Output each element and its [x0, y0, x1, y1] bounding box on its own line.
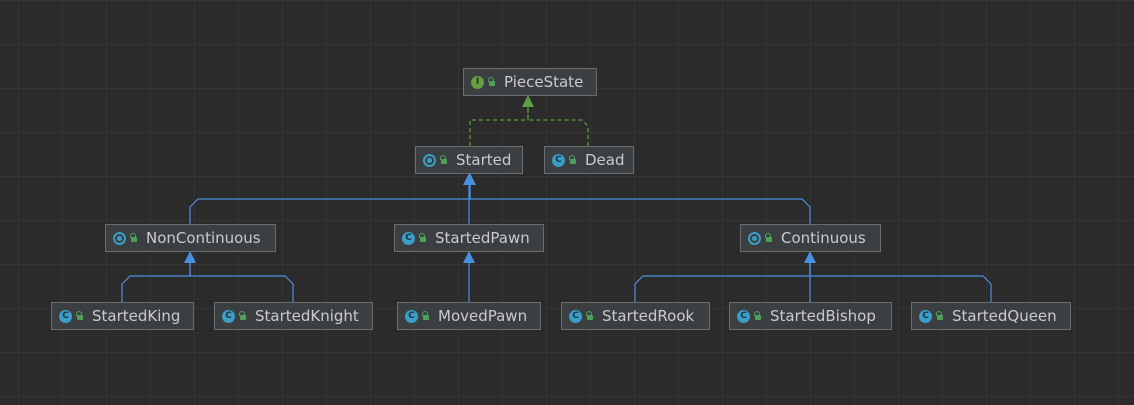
node-icons: C	[919, 309, 944, 323]
node-icons: C	[552, 153, 577, 167]
edge-started-knight-to-non-continuous	[189, 253, 294, 302]
node-icons: I	[471, 75, 496, 89]
public-visibility-icon	[130, 233, 138, 242]
public-visibility-icon	[419, 233, 427, 242]
class-name-label: Continuous	[781, 229, 866, 247]
class-node-non-continuous[interactable]: NonContinuous	[105, 224, 276, 252]
class-icon: C	[919, 309, 932, 323]
class-name-label: Dead	[585, 151, 625, 169]
class-node-dead[interactable]: C Dead	[544, 146, 634, 174]
class-icon: C	[59, 309, 72, 323]
class-node-started-knight[interactable]: C StartedKnight	[214, 302, 373, 330]
class-name-label: PieceState	[504, 73, 584, 91]
interface-icon: I	[471, 75, 484, 89]
class-name-label: StartedKing	[92, 307, 181, 325]
class-name-label: StartedPawn	[435, 229, 530, 247]
node-icons: C	[737, 309, 762, 323]
abstract-class-icon	[748, 231, 761, 245]
public-visibility-icon	[754, 311, 762, 320]
abstract-class-icon	[423, 153, 436, 167]
node-icons: C	[59, 309, 84, 323]
class-node-started-queen[interactable]: C StartedQueen	[911, 302, 1071, 330]
class-name-label: StartedQueen	[952, 307, 1057, 325]
class-name-label: StartedBishop	[770, 307, 876, 325]
class-icon: C	[569, 309, 582, 323]
class-icon: C	[402, 231, 415, 245]
node-icons: C	[222, 309, 247, 323]
class-name-label: StartedRook	[602, 307, 695, 325]
class-icon: C	[405, 309, 418, 323]
inheritance-arrowhead	[463, 251, 475, 263]
node-icons: C	[405, 309, 430, 323]
class-icon: C	[737, 309, 750, 323]
edge-non-continuous-to-started	[189, 175, 471, 224]
edge-started-king-to-non-continuous	[121, 253, 191, 302]
class-node-started-pawn[interactable]: C StartedPawn	[394, 224, 544, 252]
class-name-label: MovedPawn	[438, 307, 528, 325]
public-visibility-icon	[239, 311, 247, 320]
edge-started-rook-to-continuous	[634, 253, 811, 302]
edge-continuous-to-started	[469, 175, 811, 224]
public-visibility-icon	[586, 311, 594, 320]
public-visibility-icon	[765, 233, 773, 242]
public-visibility-icon	[569, 155, 577, 164]
node-icons: C	[402, 231, 427, 245]
class-icon: C	[552, 153, 565, 167]
class-icon: C	[222, 309, 235, 323]
node-icons: C	[569, 309, 594, 323]
node-icons	[748, 231, 773, 245]
class-name-label: NonContinuous	[146, 229, 261, 247]
class-node-started-king[interactable]: C StartedKing	[51, 302, 194, 330]
class-node-piece-state[interactable]: I PieceState	[463, 68, 597, 96]
node-icons	[113, 231, 138, 245]
class-node-continuous[interactable]: Continuous	[740, 224, 881, 252]
edge-dead-to-piece-state	[527, 97, 589, 146]
class-name-label: Started	[456, 151, 512, 169]
public-visibility-icon	[936, 311, 944, 320]
edge-started-queen-to-continuous	[809, 253, 992, 302]
public-visibility-icon	[488, 77, 496, 86]
class-node-started-bishop[interactable]: C StartedBishop	[729, 302, 892, 330]
edge-started-to-piece-state	[469, 97, 529, 146]
inheritance-arrowhead	[463, 173, 475, 185]
node-icons	[423, 153, 448, 167]
class-node-started-rook[interactable]: C StartedRook	[561, 302, 710, 330]
class-name-label: StartedKnight	[255, 307, 359, 325]
public-visibility-icon	[422, 311, 430, 320]
public-visibility-icon	[76, 311, 84, 320]
abstract-class-icon	[113, 231, 126, 245]
class-node-moved-pawn[interactable]: C MovedPawn	[397, 302, 541, 330]
public-visibility-icon	[440, 155, 448, 164]
class-node-started[interactable]: Started	[415, 146, 523, 174]
